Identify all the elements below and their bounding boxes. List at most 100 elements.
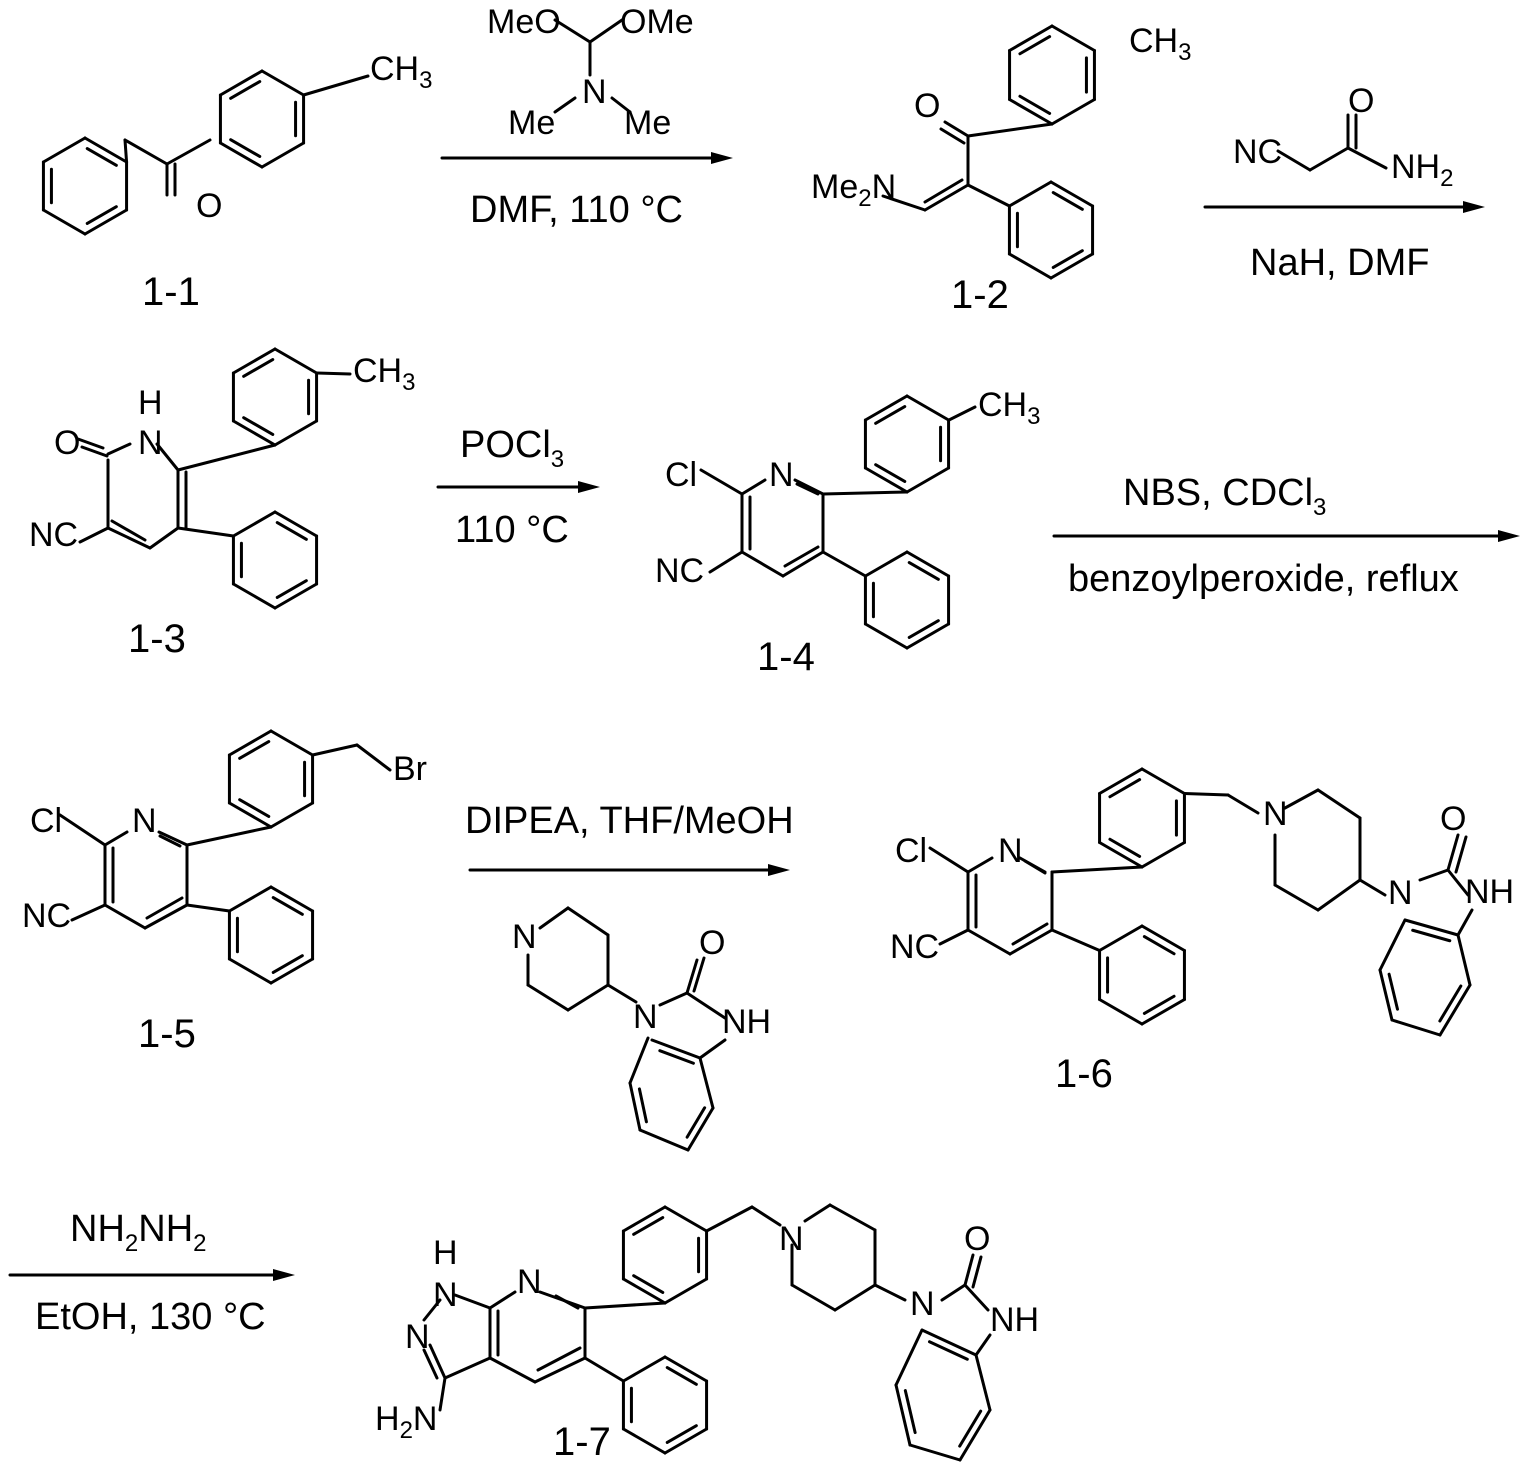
reaction-conditions: EtOH, 130 °C — [35, 1296, 266, 1338]
ring-bond — [1008, 24, 1054, 52]
bond — [685, 958, 699, 995]
bond — [453, 1293, 492, 1310]
double-bond — [665, 1424, 698, 1444]
ring-bond — [1008, 98, 1054, 126]
reagent-atom-nc: NC — [1233, 133, 1282, 171]
ring-bond — [83, 208, 129, 236]
atom-dimethylamino: Me2N — [811, 168, 896, 212]
ring-bond — [269, 957, 315, 985]
double-bond — [1142, 935, 1176, 956]
bond — [1226, 793, 1260, 815]
double-bond — [637, 1087, 648, 1124]
double-bond — [927, 1340, 969, 1361]
ring-bond — [231, 419, 277, 447]
bond — [795, 482, 820, 496]
bond — [833, 1283, 877, 1312]
double-bond — [242, 358, 275, 378]
bond — [145, 896, 184, 920]
bond — [123, 138, 169, 166]
ring-bond — [1050, 98, 1096, 126]
bond — [1438, 983, 1472, 1037]
bond — [781, 550, 825, 578]
arrowhead-icon — [1463, 201, 1485, 213]
double-bond — [1108, 778, 1142, 799]
compound-1-6: Cl N NC N N NH O 1-6 — [890, 795, 1514, 1096]
bond — [155, 442, 180, 472]
ring-bond — [231, 510, 277, 538]
bond — [538, 906, 570, 930]
reaction-step-6: NH2NH2 EtOH, 130 °C — [35, 1208, 266, 1338]
reaction-reagent: NH2NH2 — [70, 1208, 207, 1257]
atom-oxygen: O — [1440, 800, 1466, 838]
bond — [610, 96, 632, 114]
ring-bond — [218, 141, 264, 169]
ring-bond — [621, 1205, 667, 1233]
double-bond — [903, 1389, 917, 1435]
ring-bond — [621, 1427, 667, 1455]
double-bond — [658, 1049, 695, 1065]
reaction-reagent: NBS, CDCl3 — [1123, 472, 1326, 521]
atom-piperidine-nitrogen: N — [779, 1220, 804, 1258]
bond — [966, 183, 1011, 208]
bond — [176, 443, 277, 472]
atom-chlorine: Cl — [30, 802, 62, 840]
reagent-atom-nh2: NH2 — [1391, 148, 1453, 192]
bond — [940, 1283, 967, 1302]
bond — [443, 1356, 492, 1380]
bond — [58, 813, 107, 847]
ring-bond — [1140, 767, 1186, 795]
bond — [185, 825, 273, 847]
bond — [1316, 878, 1362, 912]
bond — [894, 1383, 912, 1447]
double-bond — [275, 579, 308, 599]
bond — [750, 1205, 782, 1227]
ring-bond — [663, 1355, 709, 1383]
bond — [106, 442, 132, 456]
bond — [103, 903, 147, 930]
bond — [553, 18, 592, 44]
bond — [583, 1301, 667, 1310]
bond — [873, 1283, 907, 1302]
compound-1-7: H N N N H2N N N NH O 1-7 — [375, 1220, 1039, 1464]
atom-methyl: CH3 — [353, 352, 415, 396]
bond — [1308, 146, 1350, 172]
bond — [583, 1356, 625, 1383]
reaction-step-5: DIPEA, THF/MeOH N N NH O — [465, 800, 794, 1041]
ring-bond — [1050, 24, 1096, 52]
ring-bond — [1049, 180, 1095, 208]
bond — [1358, 878, 1387, 897]
double-bond — [907, 561, 940, 581]
double-bond — [85, 205, 118, 225]
bond — [1276, 149, 1312, 172]
bond — [943, 120, 970, 138]
bond — [971, 1255, 983, 1289]
atom-nitrogen: N — [138, 424, 163, 462]
bond — [958, 1408, 992, 1462]
atom-methyl: CH3 — [1129, 22, 1191, 66]
reaction-step-3: POCl3 110 °C — [455, 424, 569, 551]
atom-nitrile: NC — [29, 516, 78, 554]
bond-lines — [8, 18, 1520, 1462]
double-bond — [632, 1274, 665, 1294]
atom-chlorine: Cl — [665, 456, 697, 494]
reaction-conditions: DMF, 110 °C — [470, 189, 683, 231]
ring-bond — [621, 1277, 667, 1305]
bond — [566, 906, 610, 937]
bond — [1390, 1018, 1442, 1037]
bond — [923, 183, 970, 212]
double-bond — [1051, 249, 1084, 269]
bond — [1456, 933, 1472, 987]
reagent-atom-o: O — [699, 924, 725, 962]
reaction-step-2: NC O NH2 NaH, DMF — [1233, 82, 1453, 284]
arrowhead-icon — [711, 152, 733, 164]
bond — [438, 1376, 447, 1412]
bond — [554, 1294, 580, 1310]
bond — [1316, 788, 1362, 820]
ring-bond — [1140, 998, 1186, 1026]
ring-bond — [863, 550, 909, 578]
bond — [658, 991, 689, 1007]
compound-label: 1-4 — [757, 635, 815, 679]
bond — [740, 478, 767, 496]
ring-bond — [863, 466, 909, 494]
bond — [923, 178, 964, 204]
